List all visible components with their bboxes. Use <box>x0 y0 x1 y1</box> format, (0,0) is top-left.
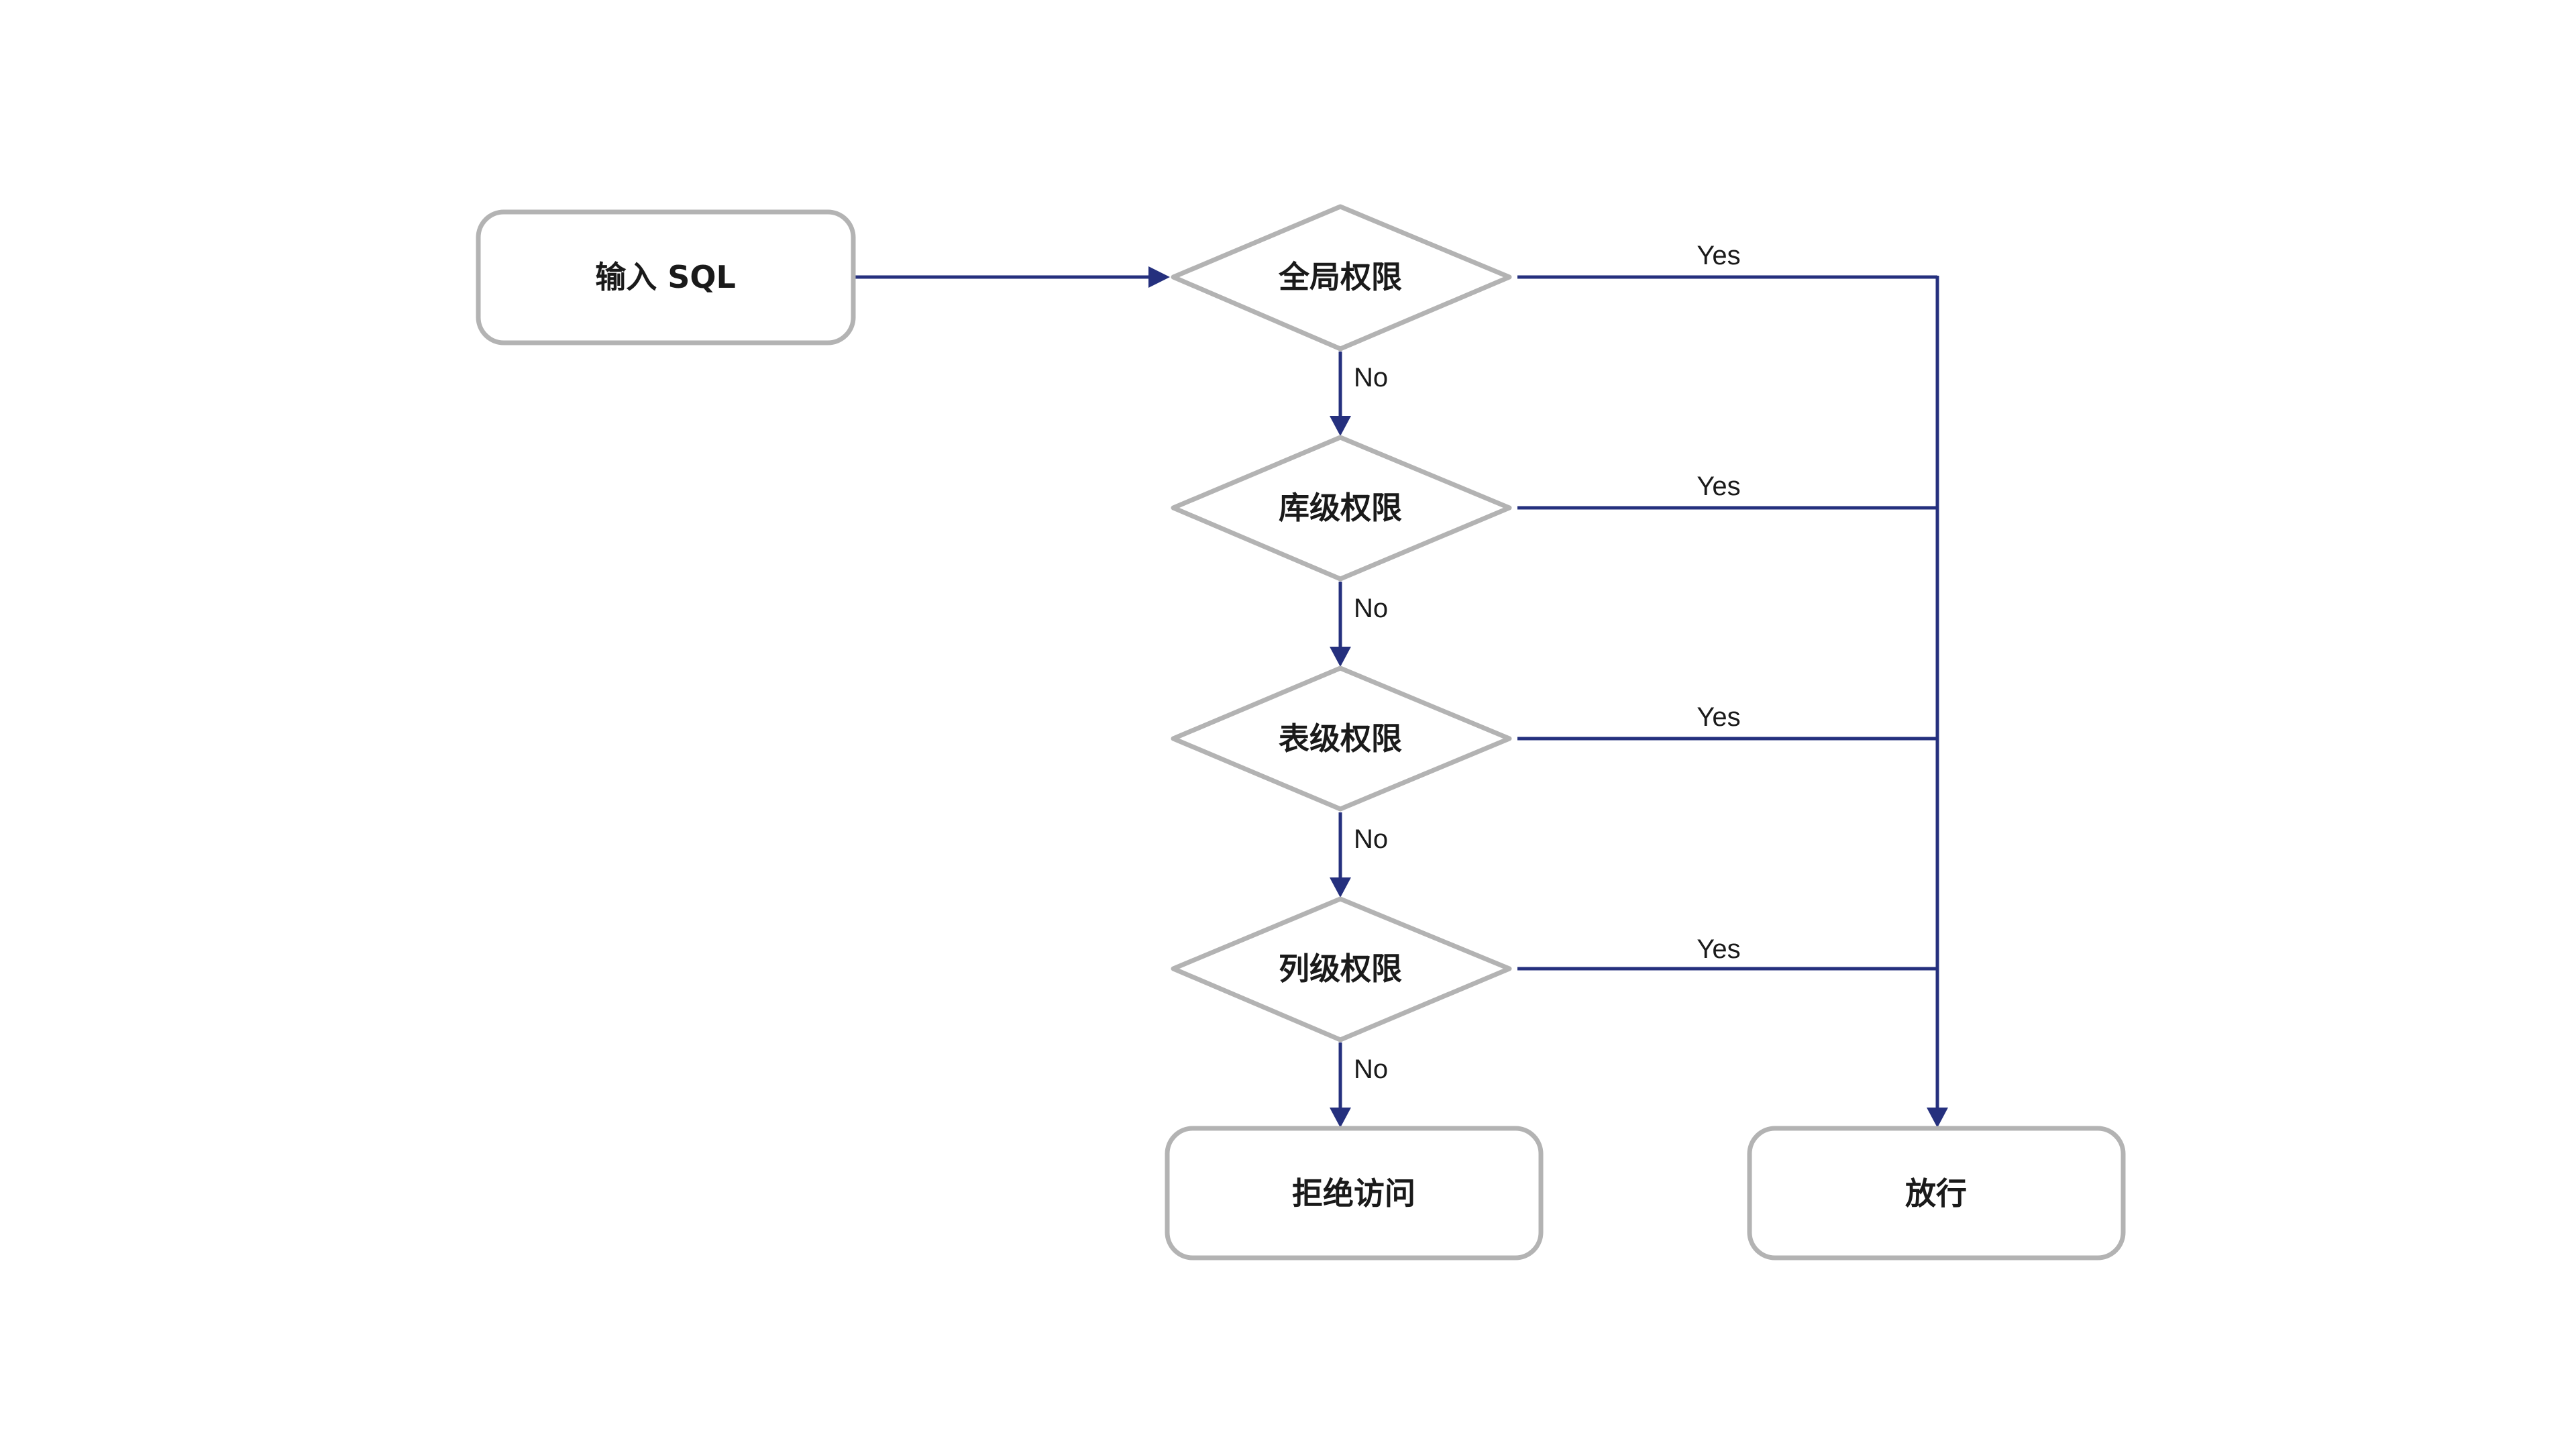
node-allow: 放行 <box>1747 1126 2126 1260</box>
table-permission-label: 表级权限 <box>1279 720 1402 757</box>
deny-access-box <box>1165 1126 1544 1260</box>
deny-access-label: 拒绝访问 <box>1292 1175 1415 1212</box>
node-table-permission: 表级权限 <box>1171 665 1512 812</box>
arrowhead-input-to-global <box>1148 266 1170 288</box>
global-permission-label: 全局权限 <box>1278 259 1402 295</box>
node-global-permission: 全局权限 <box>1171 204 1512 352</box>
input-sql-box <box>476 209 856 345</box>
allow-label: 放行 <box>1905 1175 1967 1212</box>
connectors <box>853 266 1948 1128</box>
arrowhead-column-to-deny <box>1330 1108 1351 1128</box>
column-permission-label: 列级权限 <box>1279 951 1402 987</box>
arrowhead-yes-to-allow <box>1927 1108 1948 1128</box>
database-permission-label: 库级权限 <box>1279 490 1402 526</box>
global-permission-diamond <box>1171 204 1512 352</box>
label-database-no: No <box>1354 594 1388 623</box>
arrowhead-global-to-database <box>1330 416 1351 436</box>
database-permission-diamond <box>1171 435 1512 582</box>
label-column-no: No <box>1354 1055 1388 1084</box>
label-global-no: No <box>1354 363 1388 392</box>
column-permission-diamond <box>1171 896 1512 1042</box>
arrowhead-table-to-column <box>1330 877 1351 898</box>
input-sql-label: 输入 SQL <box>595 259 736 295</box>
arrowhead-database-to-table <box>1330 647 1351 667</box>
label-global-yes: Yes <box>1697 241 1740 270</box>
label-table-no: No <box>1354 824 1388 854</box>
allow-box <box>1747 1126 2126 1260</box>
table-permission-diamond <box>1171 665 1512 812</box>
label-table-yes: Yes <box>1697 702 1740 732</box>
edge-labels: Yes Yes Yes Yes No No No No <box>1354 241 1741 1084</box>
node-database-permission: 库级权限 <box>1171 435 1512 582</box>
node-deny-access: 拒绝访问 <box>1165 1126 1544 1260</box>
node-column-permission: 列级权限 <box>1171 896 1512 1042</box>
node-input-sql: 输入 SQL <box>476 209 856 345</box>
label-database-yes: Yes <box>1697 472 1740 501</box>
label-column-yes: Yes <box>1697 934 1740 964</box>
